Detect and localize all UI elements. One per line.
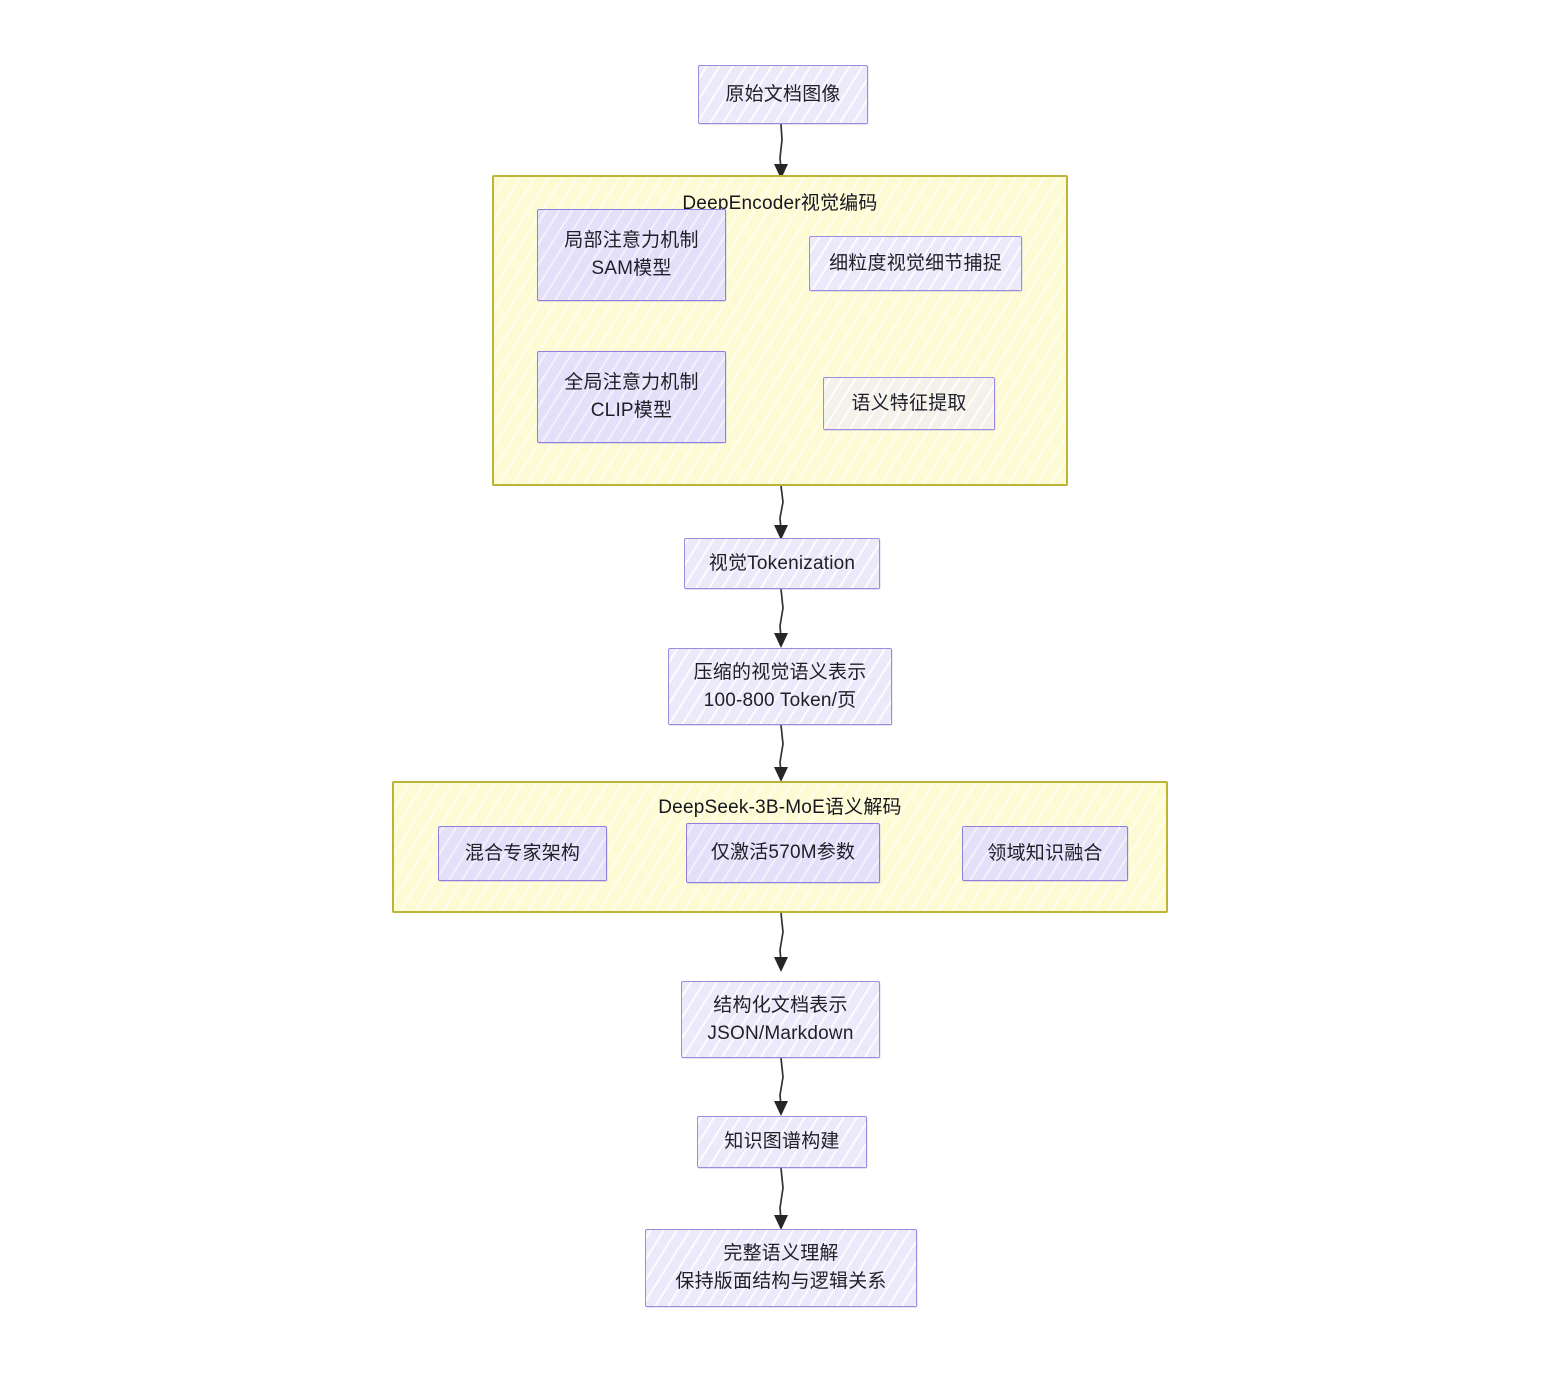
edge-deepseek-to-structured-doc: [774, 912, 788, 972]
node-global-attention[interactable]: 全局注意力机制 CLIP模型: [537, 351, 726, 443]
edge-structured-doc-to-knowledge-graph: [774, 1057, 788, 1116]
node-source-image-label: 原始文档图像: [725, 83, 841, 105]
node-global-attention-line2: CLIP模型: [590, 400, 673, 421]
edge-source-image-to-deepencoder: [774, 123, 788, 179]
node-local-attention[interactable]: 局部注意力机制 SAM模型: [537, 209, 726, 301]
edge-compressed-to-deepseek: [774, 724, 788, 782]
node-knowledge-graph-label: 知识图谱构建: [724, 1131, 840, 1153]
node-full-semantic-understanding-line1: 完整语义理解: [723, 1243, 839, 1265]
cluster-deepencoder-title: DeepEncoder视觉编码: [682, 193, 878, 214]
node-structured-document-line2: JSON/Markdown: [707, 1022, 854, 1044]
edge-visual-tokenization-to-compressed: [774, 588, 788, 648]
node-domain-knowledge-fusion[interactable]: 领域知识融合: [962, 826, 1128, 881]
node-full-semantic-understanding[interactable]: 完整语义理解 保持版面结构与逻辑关系: [645, 1229, 917, 1307]
node-visual-tokenization-label: 视觉Tokenization: [708, 552, 856, 574]
node-full-semantic-understanding-line2: 保持版面结构与逻辑关系: [675, 1271, 887, 1292]
node-activated-parameters[interactable]: 仅激活570M参数: [686, 823, 880, 883]
node-structured-document[interactable]: 结构化文档表示 JSON/Markdown: [681, 981, 880, 1058]
node-local-attention-line2: SAM模型: [591, 258, 672, 279]
edge-knowledge-graph-to-full-understanding: [774, 1167, 788, 1230]
node-structured-document-line1: 结构化文档表示: [713, 994, 848, 1016]
node-visual-tokenization[interactable]: 视觉Tokenization: [684, 538, 880, 589]
node-activated-parameters-label: 仅激活570M参数: [710, 842, 856, 864]
node-compressed-representation[interactable]: 压缩的视觉语义表示 100-800 Token/页: [668, 648, 892, 725]
node-semantic-feature-extraction[interactable]: 语义特征提取: [823, 377, 995, 430]
node-compressed-representation-line2: 100-800 Token/页: [703, 689, 857, 711]
node-compressed-representation-line1: 压缩的视觉语义表示: [693, 661, 867, 683]
edge-deepencoder-to-visual-tokenization: [774, 485, 788, 540]
node-global-attention-line1: 全局注意力机制: [564, 372, 699, 394]
node-moe-architecture-label: 混合专家架构: [464, 842, 581, 864]
cluster-deepseek-moe-title: DeepSeek-3B-MoE语义解码: [658, 797, 902, 818]
node-fine-grained-capture-label: 细粒度视觉细节捕捉: [829, 252, 1002, 274]
node-local-attention-line1: 局部注意力机制: [564, 230, 699, 252]
node-moe-architecture[interactable]: 混合专家架构: [438, 826, 607, 881]
node-semantic-feature-extraction-label: 语义特征提取: [851, 392, 967, 414]
node-domain-knowledge-fusion-label: 领域知识融合: [987, 842, 1103, 864]
node-knowledge-graph[interactable]: 知识图谱构建: [697, 1116, 867, 1168]
node-source-image[interactable]: 原始文档图像: [698, 65, 868, 124]
node-fine-grained-capture[interactable]: 细粒度视觉细节捕捉: [809, 236, 1022, 291]
